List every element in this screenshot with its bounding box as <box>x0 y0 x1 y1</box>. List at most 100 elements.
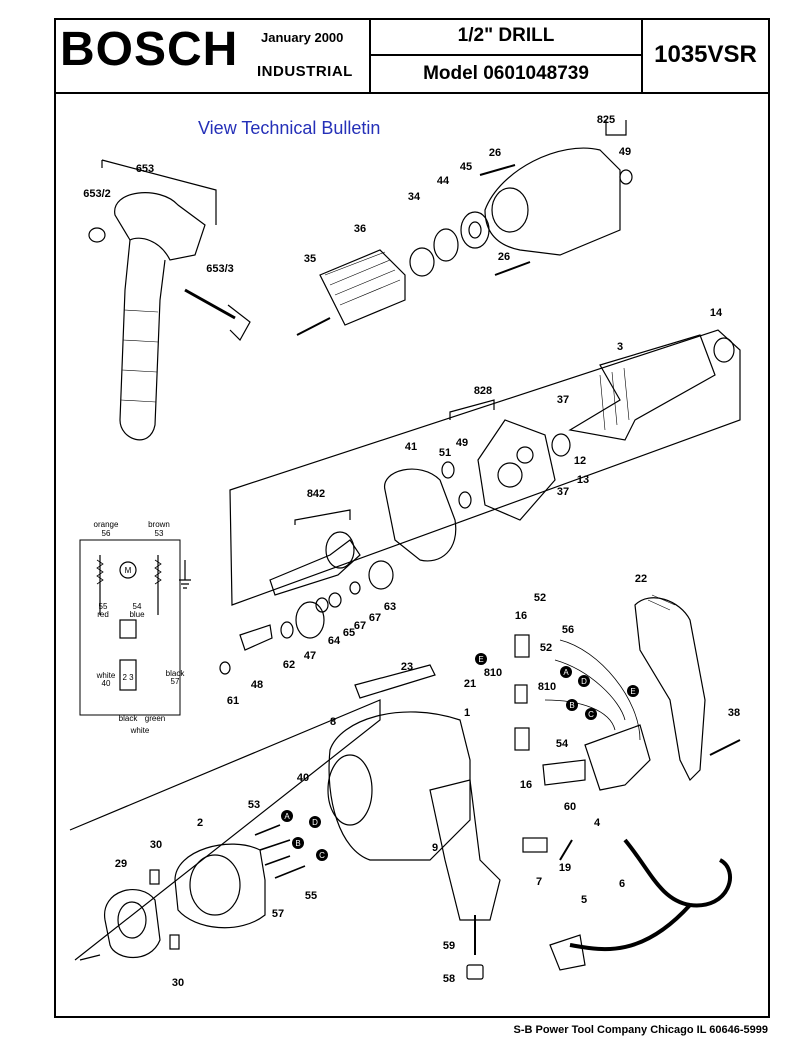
marker-E1: E <box>478 655 483 664</box>
housing-section-outline <box>69 699 381 961</box>
marker-B1: B <box>569 701 574 710</box>
technical-bulletin-link[interactable]: View Technical Bulletin <box>198 118 381 138</box>
marker-E2: E <box>630 687 635 696</box>
marker-D1: D <box>581 677 587 686</box>
part-38-screw <box>709 739 741 756</box>
callout-57: 57 <box>272 908 284 920</box>
callout-19: 19 <box>559 862 571 874</box>
part-34-ring <box>409 247 435 277</box>
callout-54: 54 <box>556 738 569 750</box>
callout-59: 59 <box>443 940 455 952</box>
callout-21: 21 <box>464 678 476 690</box>
svg-text:red: red <box>97 610 109 619</box>
svg-text:orange: orange <box>94 520 119 529</box>
part-5-plug <box>549 934 586 971</box>
callout-16a: 16 <box>515 610 527 622</box>
callout-26b: 26 <box>498 251 510 263</box>
callout-22: 22 <box>635 573 647 585</box>
model-number: Model 0601048739 <box>423 63 589 84</box>
callout-30b: 30 <box>172 977 184 989</box>
part-16-brush-holder-b <box>514 727 530 751</box>
callout-64: 64 <box>328 635 341 647</box>
svg-text:55: 55 <box>99 602 108 611</box>
part-6-cord <box>623 838 732 908</box>
callout-2: 2 <box>197 817 203 829</box>
product-cell: 1/2" DRILL Model 0601048739 <box>371 18 643 92</box>
part-51-bushing <box>441 461 455 479</box>
callout-4: 4 <box>594 817 601 829</box>
callout-810b: 810 <box>538 681 556 693</box>
part-7-clip <box>522 837 548 853</box>
callout-35: 35 <box>304 253 316 265</box>
callout-825: 825 <box>597 114 615 126</box>
callout-653: 653 <box>136 163 154 175</box>
part-26-screw-a <box>479 164 516 176</box>
callout-9: 9 <box>432 842 438 854</box>
motor-symbol <box>119 561 137 579</box>
part-48-shaft <box>239 624 273 651</box>
callout-810a: 810 <box>484 667 502 679</box>
part-3-armature <box>568 334 716 441</box>
part-30-pin-a <box>149 869 160 885</box>
part-22-handle-half <box>634 597 706 782</box>
callout-8: 8 <box>330 716 336 728</box>
part-30-pin-b <box>169 934 180 950</box>
wiring-labels: orange 56 brown 53 M 55 red 54 blue 2 3 … <box>94 520 186 735</box>
callout-37a: 37 <box>557 394 569 406</box>
callout-3: 3 <box>617 341 623 353</box>
callout-5: 5 <box>581 894 587 906</box>
callout-49a: 49 <box>619 146 631 158</box>
callout-6: 6 <box>619 878 625 890</box>
part-653-3-bolt <box>227 304 251 341</box>
callout-653-2: 653/2 <box>83 188 111 200</box>
callout-13: 13 <box>577 474 589 486</box>
bracket-653 <box>101 159 217 225</box>
part-65-washer <box>328 592 342 608</box>
marker-D2: D <box>312 818 318 827</box>
svg-text:54: 54 <box>133 602 142 611</box>
part-825-gear-housing <box>484 147 621 256</box>
division: INDUSTRIAL <box>257 63 353 80</box>
callout-56: 56 <box>562 624 574 636</box>
callout-48: 48 <box>251 679 263 691</box>
part-47-gear <box>295 601 325 639</box>
wire-markers: E A D E B C A D B C <box>281 653 639 861</box>
part-62-washer <box>280 621 294 639</box>
drawing-frame <box>54 18 770 1018</box>
part-49-bushing-b <box>458 491 472 509</box>
part-828-bearing-plate <box>477 419 556 521</box>
brand-cell: BOSCH January 2000 INDUSTRIAL <box>54 18 371 92</box>
callout-30a: 30 <box>150 839 162 851</box>
svg-text:black: black <box>166 669 186 678</box>
title-block: BOSCH January 2000 INDUSTRIAL 1/2" DRILL… <box>54 18 770 94</box>
svg-text:green: green <box>145 714 165 723</box>
part-callouts: 653 653/2 653/3 825 26 49 45 44 34 36 35… <box>83 114 740 989</box>
svg-text:56: 56 <box>102 529 111 538</box>
callout-52a: 52 <box>534 592 546 604</box>
svg-text:white: white <box>130 726 150 735</box>
model-code-cell: 1035VSR <box>643 18 768 92</box>
callout-47: 47 <box>304 650 316 662</box>
callout-40: 40 <box>297 772 309 784</box>
callout-16b: 16 <box>520 779 532 791</box>
bosch-logo: BOSCH <box>60 23 239 76</box>
aux-handle-grip <box>119 239 166 441</box>
callout-67a: 67 <box>354 620 366 632</box>
callout-12: 12 <box>574 455 586 467</box>
date: January 2000 <box>261 30 344 45</box>
svg-text:40: 40 <box>102 679 111 688</box>
part-9-handle <box>429 779 501 921</box>
part-36-chuck <box>319 249 406 326</box>
marker-B2: B <box>295 839 300 848</box>
svg-text:brown: brown <box>148 520 170 529</box>
callout-62: 62 <box>283 659 295 671</box>
marker-C2: C <box>319 851 325 860</box>
callout-842: 842 <box>307 488 325 500</box>
part-58-cap <box>466 964 484 980</box>
part-842-spindle <box>269 539 361 596</box>
callout-7: 7 <box>536 876 542 888</box>
callout-36: 36 <box>354 223 366 235</box>
motor-section-outline <box>229 329 741 606</box>
part-63-bearing <box>368 560 394 590</box>
